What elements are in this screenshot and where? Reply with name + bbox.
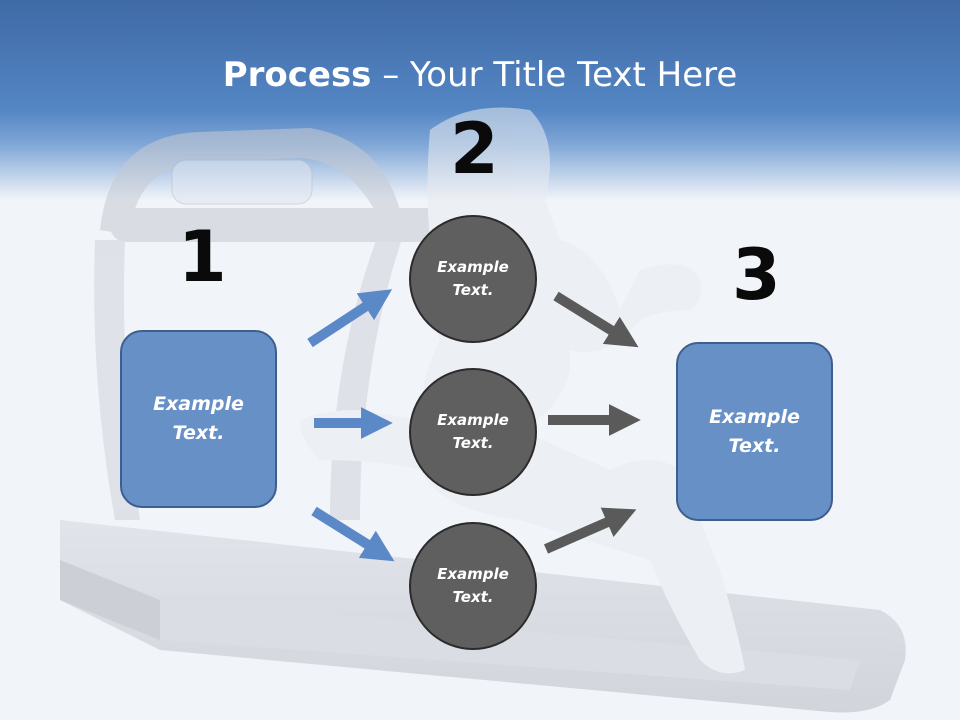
slide-title: Process – Your Title Text Here xyxy=(0,52,960,98)
circle-middle-line1: Example xyxy=(437,411,509,429)
title-rest: – Your Title Text Here xyxy=(371,55,738,95)
step-number-1: 1 xyxy=(178,216,227,298)
step-2-circle-bottom[interactable]: Example Text. xyxy=(409,522,537,650)
circle-middle-line2: Text. xyxy=(452,434,494,452)
step-1-line2: Text. xyxy=(172,422,225,444)
circle-bottom-line2: Text. xyxy=(452,588,494,606)
step-number-2: 2 xyxy=(450,108,499,190)
step-1-line1: Example xyxy=(153,393,244,415)
circle-top-line2: Text. xyxy=(452,281,494,299)
title-bold: Process xyxy=(222,55,372,95)
step-3-line1: Example xyxy=(709,405,800,428)
step-number-3: 3 xyxy=(732,234,781,316)
step-3-line2: Text. xyxy=(728,434,781,457)
step-2-circle-top[interactable]: Example Text. xyxy=(409,215,537,343)
step-2-circle-middle[interactable]: Example Text. xyxy=(409,368,537,496)
step-3-box[interactable]: Example Text. xyxy=(676,342,833,521)
step-1-box[interactable]: Example Text. xyxy=(120,330,277,508)
circle-bottom-line1: Example xyxy=(437,565,509,583)
circle-top-line1: Example xyxy=(437,258,509,276)
